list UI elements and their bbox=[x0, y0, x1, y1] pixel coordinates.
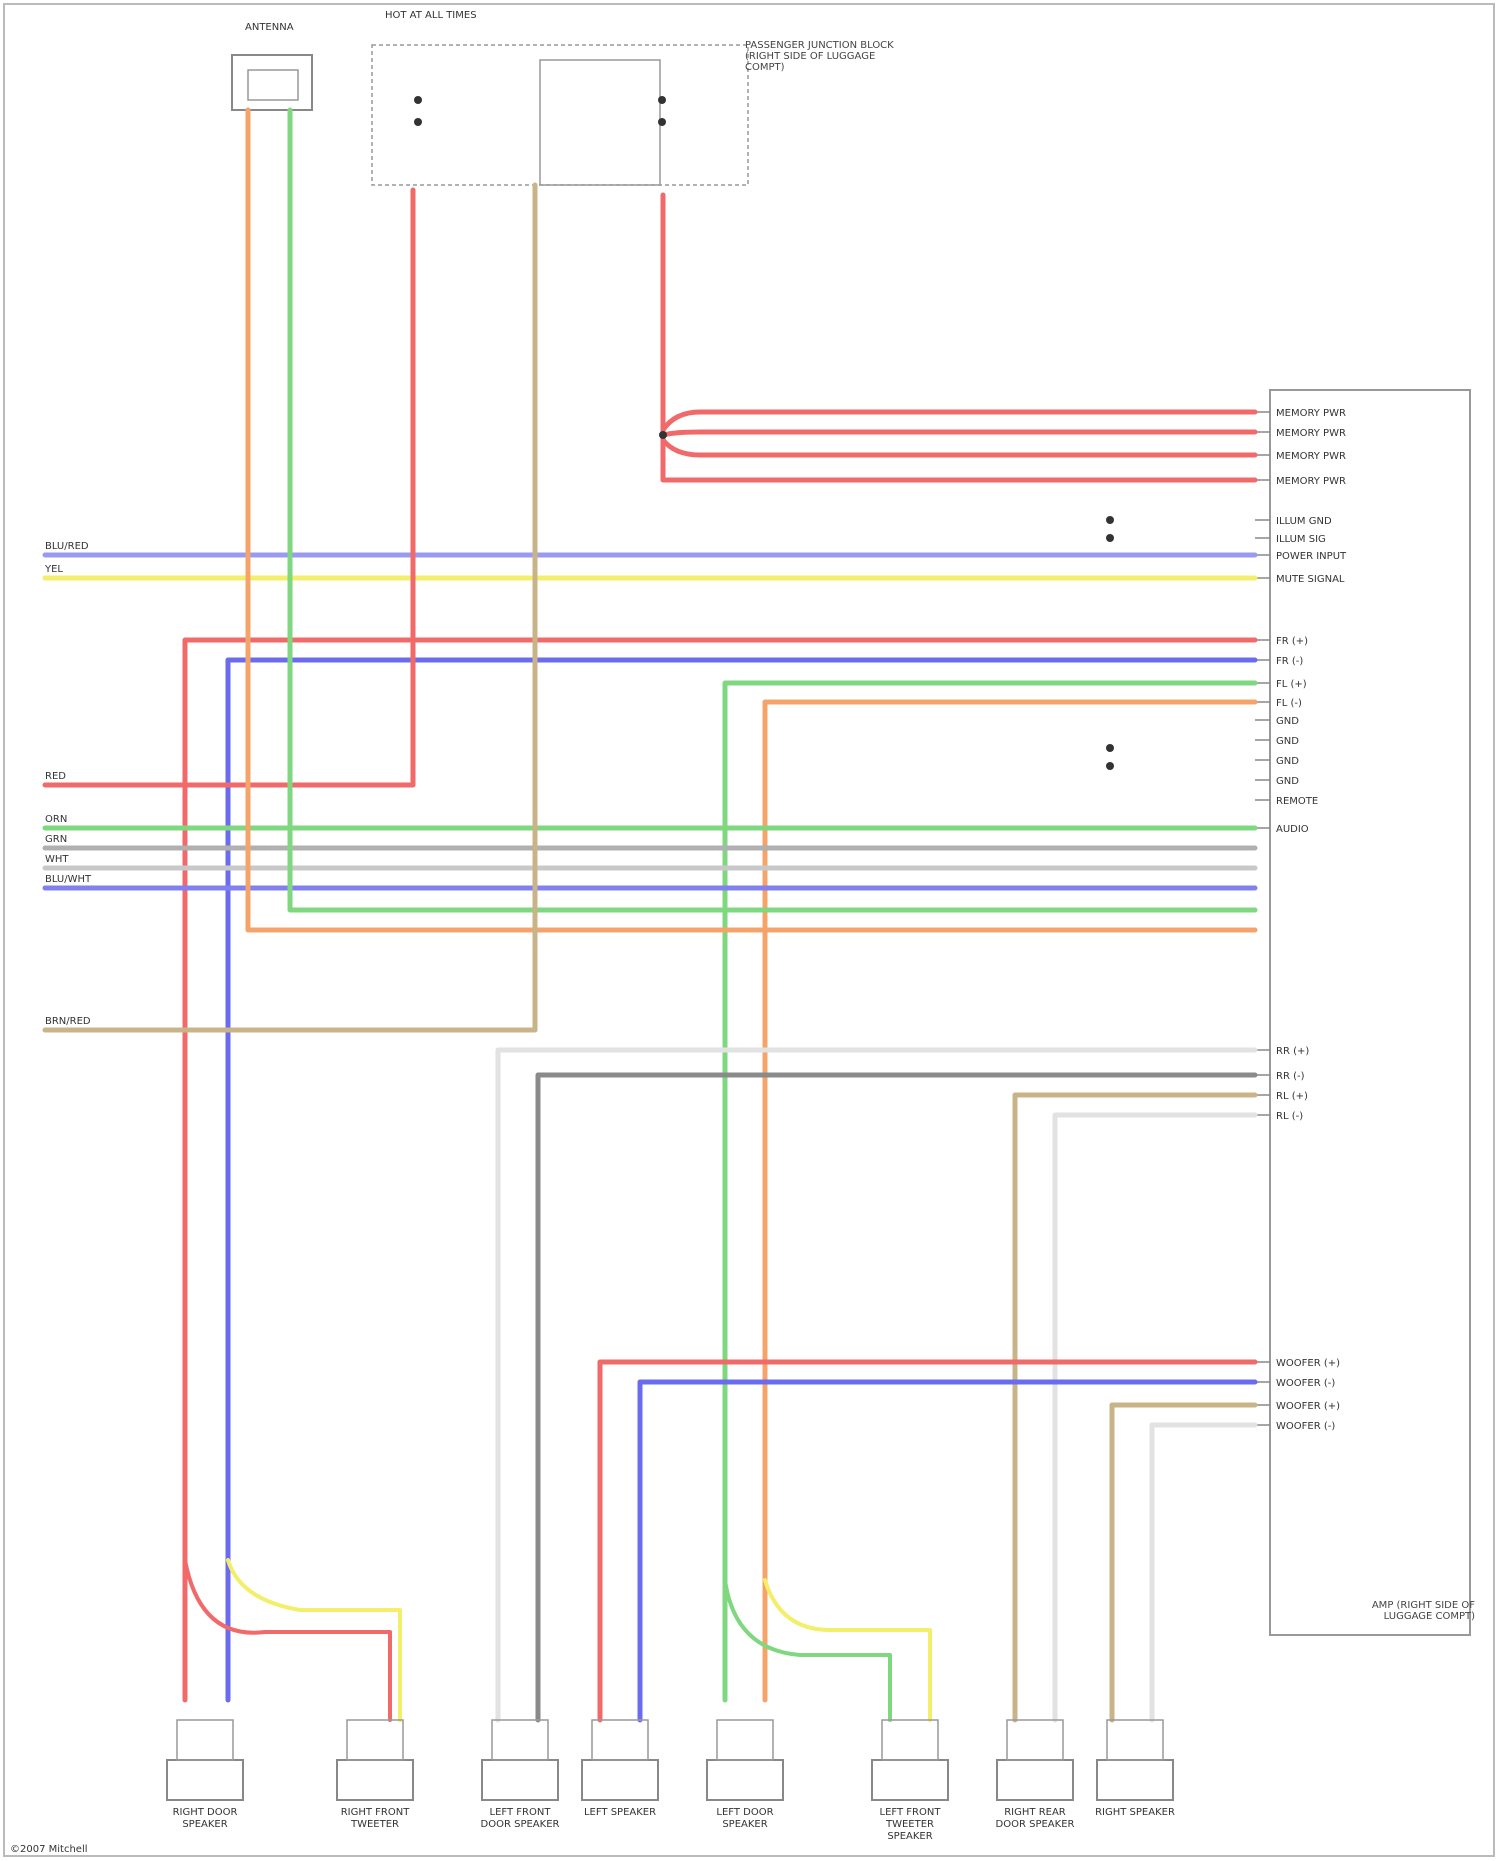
amp-pin-label: MEMORY PWR bbox=[1276, 451, 1346, 462]
amp-pin-label: FR (+) bbox=[1276, 636, 1308, 647]
left-input-label: BLU/WHT bbox=[45, 874, 92, 885]
left-input-label: BLU/RED bbox=[45, 541, 89, 552]
speaker-label: LEFT FRONT bbox=[880, 1807, 942, 1818]
amp-pin-label: GND bbox=[1276, 736, 1299, 747]
left-input-label: YEL bbox=[44, 564, 63, 575]
amp-label: AMP (RIGHT SIDE OF LUGGAGE COMPT) bbox=[1355, 1600, 1475, 1622]
amp-pin-label: GND bbox=[1276, 716, 1299, 727]
left-input-label: RED bbox=[45, 771, 66, 782]
junction-block-label: PASSENGER JUNCTION BLOCK (RIGHT SIDE OF … bbox=[745, 40, 895, 73]
amp-pin-label: RL (+) bbox=[1276, 1091, 1308, 1102]
amp-pin-label: FR (-) bbox=[1276, 656, 1303, 667]
speaker-label: SPEAKER bbox=[722, 1819, 767, 1830]
speaker-label: DOOR SPEAKER bbox=[481, 1819, 560, 1830]
speaker-label: RIGHT REAR bbox=[1004, 1807, 1066, 1818]
amp-pin-label: MEMORY PWR bbox=[1276, 428, 1346, 439]
amp-pin-label: RL (-) bbox=[1276, 1111, 1303, 1122]
amp-pin-label: GND bbox=[1276, 776, 1299, 787]
speaker-label: RIGHT FRONT bbox=[341, 1807, 411, 1818]
amp-pin-label: FL (+) bbox=[1276, 679, 1307, 690]
speaker-label: SPEAKER bbox=[887, 1831, 932, 1842]
amp-pin-label: RR (-) bbox=[1276, 1071, 1305, 1082]
left-input-label: ORN bbox=[45, 814, 67, 825]
speaker-label: LEFT SPEAKER bbox=[584, 1807, 656, 1818]
amp-pin-label: RR (+) bbox=[1276, 1046, 1309, 1057]
amp-pin-label: WOOFER (-) bbox=[1276, 1421, 1335, 1432]
amp-pin-label: REMOTE bbox=[1276, 796, 1318, 807]
left-input-label: GRN bbox=[45, 834, 67, 845]
left-input-label: BRN/RED bbox=[45, 1016, 91, 1027]
amp-pin-label: MEMORY PWR bbox=[1276, 408, 1346, 419]
speaker-label: LEFT DOOR bbox=[716, 1807, 773, 1818]
amp-pin-label: WOOFER (+) bbox=[1276, 1401, 1340, 1412]
footer-text: ©2007 Mitchell bbox=[10, 1844, 88, 1855]
amp-pin-label: FL (-) bbox=[1276, 698, 1302, 709]
fuse-label: HOT AT ALL TIMES bbox=[385, 10, 477, 21]
speaker-label: TWEETER bbox=[350, 1819, 399, 1830]
amp-pin-label: GND bbox=[1276, 756, 1299, 767]
amp-pin-label: WOOFER (+) bbox=[1276, 1358, 1340, 1369]
amp-pin-label: WOOFER (-) bbox=[1276, 1378, 1335, 1389]
speaker-label: DOOR SPEAKER bbox=[996, 1819, 1075, 1830]
amp-pin-label: ILLUM GND bbox=[1276, 516, 1332, 527]
speaker-label: TWEETER bbox=[885, 1819, 934, 1830]
speaker-label: LEFT FRONT bbox=[490, 1807, 552, 1818]
speaker-label: RIGHT DOOR bbox=[173, 1807, 238, 1818]
speaker-label: RIGHT SPEAKER bbox=[1095, 1807, 1175, 1818]
amp-pin-label: AUDIO bbox=[1276, 824, 1309, 835]
amp-pin-label: POWER INPUT bbox=[1276, 551, 1347, 562]
left-input-label: WHT bbox=[45, 854, 69, 865]
amp-pin-label: MUTE SIGNAL bbox=[1276, 574, 1345, 585]
amp-pin-label: ILLUM SIG bbox=[1276, 534, 1326, 545]
speaker-label: SPEAKER bbox=[182, 1819, 227, 1830]
amp-pin-label: MEMORY PWR bbox=[1276, 476, 1346, 487]
antenna-label: ANTENNA bbox=[245, 22, 294, 33]
